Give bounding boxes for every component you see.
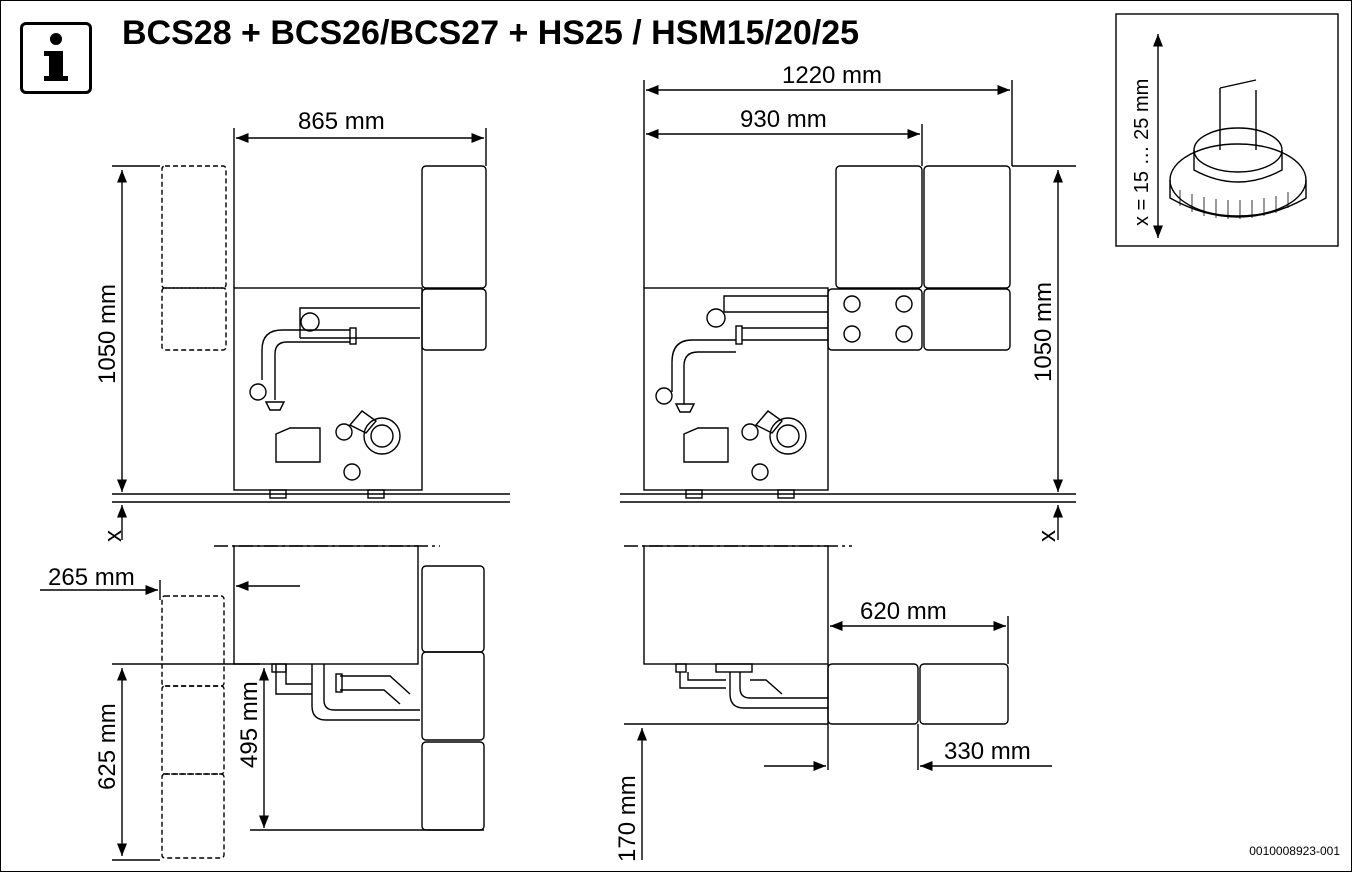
right-plan-view [624,545,1052,860]
dim-620: 620 mm [860,598,947,625]
dim-930: 930 mm [740,106,827,133]
dim-330: 330 mm [944,738,1031,765]
left-plan-view [40,545,485,861]
dim-1220: 1220 mm [782,62,883,89]
dim-265: 265 mm [48,564,135,591]
dim-1050-right: 1050 mm [1030,281,1057,382]
page-title: BCS28 + BCS26/BCS27 + HS25 / HSM15/20/25 [122,14,860,52]
info-icon [20,22,92,94]
dim-495: 495 mm [236,681,263,768]
left-front-view [112,128,510,540]
x-left: x [100,530,127,542]
inset-label: x = 15 … 25 mm [1131,78,1153,226]
adjustable-foot-inset [1115,13,1339,247]
figure-code: 0010008923-001 [1249,844,1340,858]
dim-170: 170 mm [614,775,641,862]
dim-1050-left: 1050 mm [94,283,121,384]
right-front-view [620,80,1076,540]
x-right: x [1034,530,1061,542]
dim-625: 625 mm [94,703,121,790]
dim-865: 865 mm [298,108,385,135]
